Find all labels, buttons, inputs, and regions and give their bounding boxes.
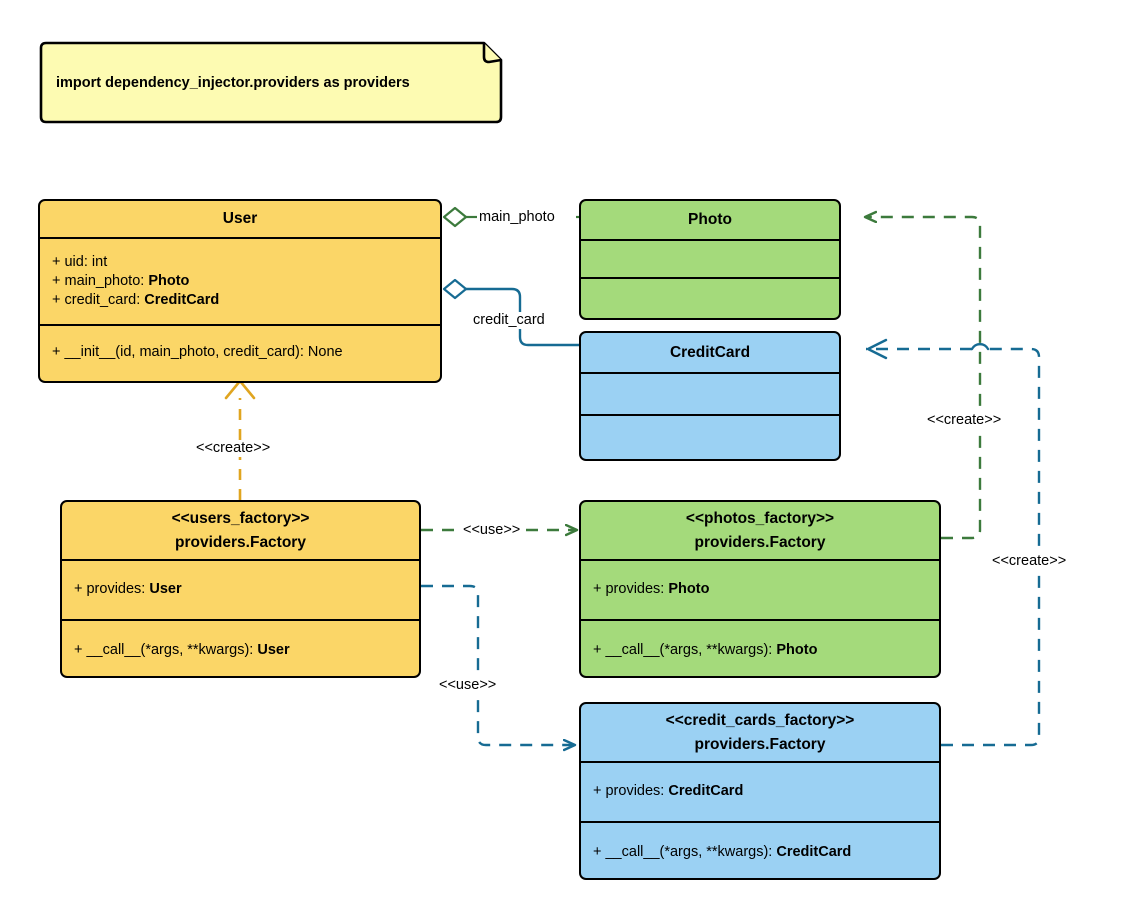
method-type: User [257, 641, 290, 658]
users-factory-title-compartment: <<users_factory>> providers.Factory [62, 502, 419, 561]
class-box-photos-factory[interactable]: <<photos_factory>> providers.Factory + p… [579, 500, 941, 678]
edge-label-use-photos-factory: <<use>> [461, 522, 523, 539]
photo-title-compartment: Photo [581, 201, 839, 241]
class-box-photo[interactable]: Photo [579, 199, 841, 320]
edge-label-create-photo: <<create>> [925, 412, 1004, 429]
attribute-type: Photo [668, 581, 710, 598]
method-row: + __call__(*args, **kwargs): Photo [581, 641, 939, 660]
attribute-text: + provides: [593, 581, 669, 598]
class-box-credit-cards-factory[interactable]: <<credit_cards_factory>> providers.Facto… [579, 702, 941, 880]
attribute-type: int [91, 253, 108, 270]
class-box-user[interactable]: User + uid: int + main_photo: Photo + cr… [38, 199, 442, 383]
edge-label-credit-card: credit_card [471, 312, 547, 329]
class-title-credit-card: CreditCard [669, 343, 751, 361]
method-type: Photo [776, 641, 818, 658]
method-row: + __init__(id, main_photo, credit_card):… [40, 343, 440, 362]
method-row: + __call__(*args, **kwargs): User [62, 641, 419, 660]
class-title-users-factory: providers.Factory [175, 533, 306, 551]
class-stereotype-users-factory: <<users_factory>> [171, 509, 310, 527]
photos-factory-methods-compartment: + __call__(*args, **kwargs): Photo [581, 621, 939, 676]
user-title-compartment: User [40, 201, 440, 239]
edge-label-use-credit-cards-factory: <<use>> [437, 677, 499, 694]
note-shape-icon [39, 41, 503, 124]
users-factory-attributes-compartment: + provides: User [62, 561, 419, 621]
class-title-user: User [222, 210, 258, 228]
class-box-credit-card[interactable]: CreditCard [579, 331, 841, 461]
edge-photos-factory-create-photo [866, 217, 982, 540]
users-factory-methods-compartment: + __call__(*args, **kwargs): User [62, 621, 419, 676]
attribute-row: + uid: int [40, 253, 440, 272]
class-stereotype-photos-factory: <<photos_factory>> [685, 509, 835, 527]
edge-users-factory-use-credit-cards-factory [421, 584, 574, 745]
attribute-type: CreditCard [144, 292, 220, 309]
attribute-type: User [149, 581, 182, 598]
credit-card-methods-compartment [581, 416, 839, 458]
method-type: None [307, 344, 343, 361]
import-note: import dependency_injector.providers as … [38, 40, 504, 125]
photos-factory-attributes-compartment: + provides: Photo [581, 561, 939, 621]
user-attributes-compartment: + uid: int + main_photo: Photo + credit_… [40, 239, 440, 326]
method-text: + __call__(*args, **kwargs): [593, 843, 777, 860]
credit-card-attributes-compartment [581, 374, 839, 416]
attribute-row: + provides: CreditCard [581, 782, 939, 801]
attribute-row: + credit_card: CreditCard [40, 291, 440, 310]
method-type: CreditCard [776, 843, 852, 860]
method-text: + __init__(id, main_photo, credit_card): [52, 344, 308, 361]
edge-label-main-photo: main_photo [477, 209, 557, 226]
method-row: + __call__(*args, **kwargs): CreditCard [581, 843, 939, 862]
attribute-type: Photo [148, 272, 190, 289]
attribute-type: CreditCard [668, 783, 744, 800]
class-stereotype-credit-cards-factory: <<credit_cards_factory>> [665, 711, 855, 729]
class-title-photo: Photo [688, 211, 732, 229]
method-text: + __call__(*args, **kwargs): [593, 641, 777, 658]
method-text: + __call__(*args, **kwargs): [74, 641, 258, 658]
class-box-users-factory[interactable]: <<users_factory>> providers.Factory + pr… [60, 500, 421, 678]
attribute-row: + provides: Photo [581, 580, 939, 599]
class-title-credit-cards-factory: providers.Factory [694, 735, 826, 753]
edge-label-create-user: <<create>> [194, 440, 273, 457]
attribute-row: + main_photo: Photo [40, 272, 440, 291]
credit-cards-factory-methods-compartment: + __call__(*args, **kwargs): CreditCard [581, 823, 939, 878]
attribute-text: + uid: [52, 253, 92, 270]
attribute-text: + credit_card: [52, 292, 145, 309]
attribute-text: + main_photo: [52, 272, 149, 289]
attribute-text: + provides: [593, 783, 669, 800]
credit-card-title-compartment: CreditCard [581, 333, 839, 374]
class-title-photos-factory: providers.Factory [694, 533, 826, 551]
user-methods-compartment: + __init__(id, main_photo, credit_card):… [40, 326, 440, 380]
import-note-text: import dependency_injector.providers as … [56, 74, 410, 91]
photo-attributes-compartment [581, 241, 839, 279]
photo-methods-compartment [581, 279, 839, 318]
attribute-text: + provides: [74, 581, 150, 598]
credit-cards-factory-attributes-compartment: + provides: CreditCard [581, 763, 939, 823]
credit-cards-factory-title-compartment: <<credit_cards_factory>> providers.Facto… [581, 704, 939, 763]
edge-label-create-credit-card: <<create>> [990, 553, 1069, 570]
attribute-row: + provides: User [62, 580, 419, 599]
photos-factory-title-compartment: <<photos_factory>> providers.Factory [581, 502, 939, 561]
